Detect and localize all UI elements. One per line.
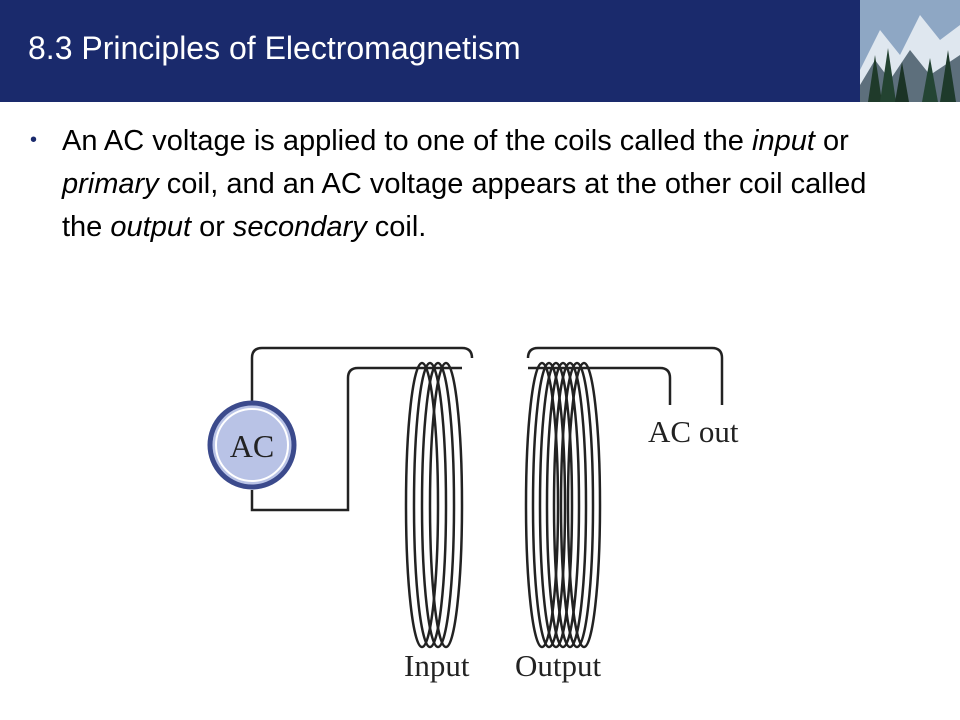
output-wire-top <box>526 346 724 405</box>
mountain-photo <box>860 0 960 102</box>
ac-out-label: AC out <box>648 414 739 449</box>
input-coil <box>404 361 464 649</box>
output-label: Output <box>515 648 602 683</box>
output-wire-inner <box>528 366 672 405</box>
slide-title: 8.3 Principles of Electromagnetism <box>28 30 521 66</box>
slide-body: • An AC voltage is applied to one of the… <box>30 120 910 249</box>
input-wire-bottom <box>250 366 462 512</box>
bullet-text: An AC voltage is applied to one of the c… <box>62 125 867 243</box>
input-wire-top <box>250 346 474 415</box>
transformer-diagram: AC AC out Input Output <box>207 346 739 683</box>
bullet-item: • An AC voltage is applied to one of the… <box>30 120 910 249</box>
ac-source <box>207 400 297 490</box>
slide-header: 8.3 Principles of Electromagnetism <box>0 0 960 102</box>
ac-source-label: AC <box>230 428 274 464</box>
input-label: Input <box>404 648 470 683</box>
output-coil <box>524 361 602 649</box>
bullet-icon: • <box>30 129 38 151</box>
